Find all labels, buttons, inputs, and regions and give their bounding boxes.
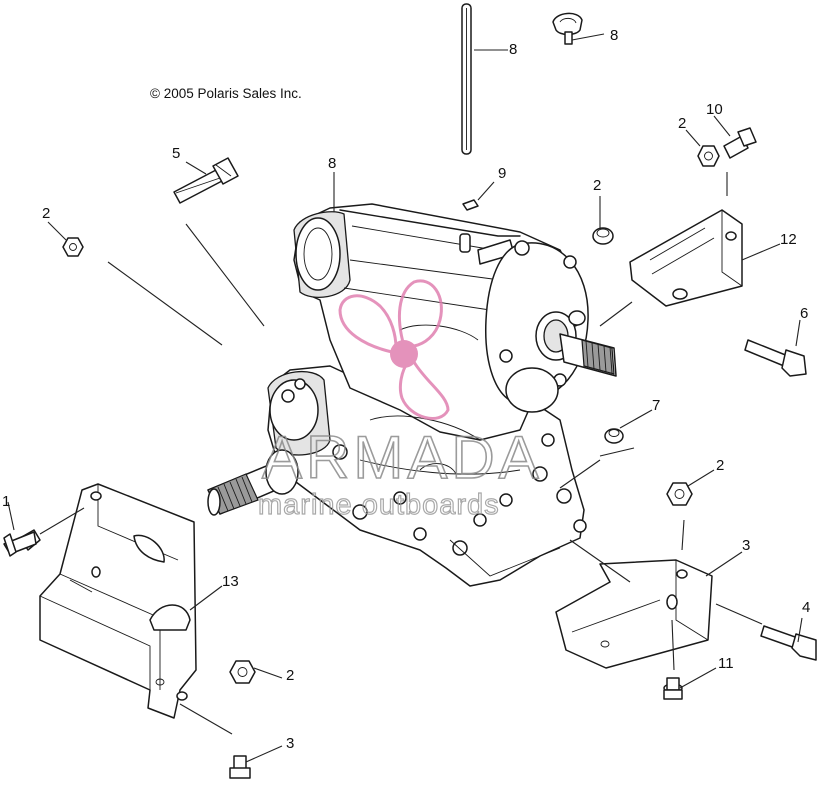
callout-1: 1 bbox=[2, 493, 10, 510]
part-3-bolt-left[interactable] bbox=[173, 157, 239, 204]
part-2-nut-right[interactable] bbox=[666, 482, 693, 506]
callout-10: 7 bbox=[652, 397, 660, 414]
callout-2-top-right: 2 bbox=[678, 115, 686, 132]
part-10-nut[interactable] bbox=[604, 428, 624, 444]
part-2-nut-bottom[interactable] bbox=[229, 660, 256, 684]
part-11-bracket[interactable] bbox=[555, 559, 713, 669]
watermark: ARMADA marine outboards bbox=[257, 279, 543, 522]
callout-8-right: 11 bbox=[718, 655, 734, 672]
callout-2-right: 2 bbox=[716, 457, 724, 474]
part-7-pin[interactable] bbox=[462, 199, 479, 211]
leader-lines bbox=[7, 33, 803, 763]
callout-8-bottom: 3 bbox=[286, 735, 294, 752]
watermark-propeller-icon bbox=[338, 279, 450, 420]
part-3-bolt-right[interactable] bbox=[744, 339, 807, 377]
part-1-bolt[interactable] bbox=[3, 529, 41, 557]
callout-3-left: 5 bbox=[172, 145, 180, 162]
part-2-nut-top-right[interactable] bbox=[697, 145, 720, 167]
part-2-nut-left[interactable] bbox=[62, 237, 84, 257]
part-8-bolt-top[interactable] bbox=[723, 127, 757, 159]
part-9-bracket[interactable] bbox=[629, 209, 743, 307]
callout-2-left: 2 bbox=[42, 205, 50, 222]
callout-11: 3 bbox=[742, 537, 750, 554]
part-2-nut-upper[interactable] bbox=[592, 227, 614, 245]
callout-3-right: 6 bbox=[800, 305, 808, 322]
callout-2-upper: 2 bbox=[593, 177, 601, 194]
watermark-tagline: marine outboards bbox=[258, 489, 500, 521]
watermark-brand: ARMADA bbox=[262, 424, 543, 491]
part-12-bolt[interactable] bbox=[760, 625, 817, 661]
part-8-bolt-right[interactable] bbox=[663, 677, 683, 700]
part-8-bolt-bottom[interactable] bbox=[229, 755, 251, 779]
callout-13: 13 bbox=[222, 573, 239, 590]
callout-6: 8 bbox=[610, 27, 618, 44]
copyright-text: © 2005 Polaris Sales Inc. bbox=[150, 86, 302, 101]
part-4-transmission[interactable] bbox=[207, 203, 617, 587]
callout-7: 9 bbox=[498, 165, 506, 182]
callout-8-top: 10 bbox=[706, 101, 723, 118]
callout-9: 12 bbox=[780, 231, 797, 248]
callout-12: 4 bbox=[802, 599, 810, 616]
callout-4: 8 bbox=[328, 155, 336, 172]
callout-5: 8 bbox=[509, 41, 517, 58]
callout-labels: 8 8 9 8 5 2 2 2 10 12 6 7 2 3 4 11 1 13 … bbox=[2, 27, 810, 752]
part-13-bracket[interactable] bbox=[39, 483, 197, 719]
part-5-rod[interactable] bbox=[461, 3, 472, 155]
callout-2-bottom: 2 bbox=[286, 667, 294, 684]
part-6-clip[interactable] bbox=[552, 12, 583, 45]
